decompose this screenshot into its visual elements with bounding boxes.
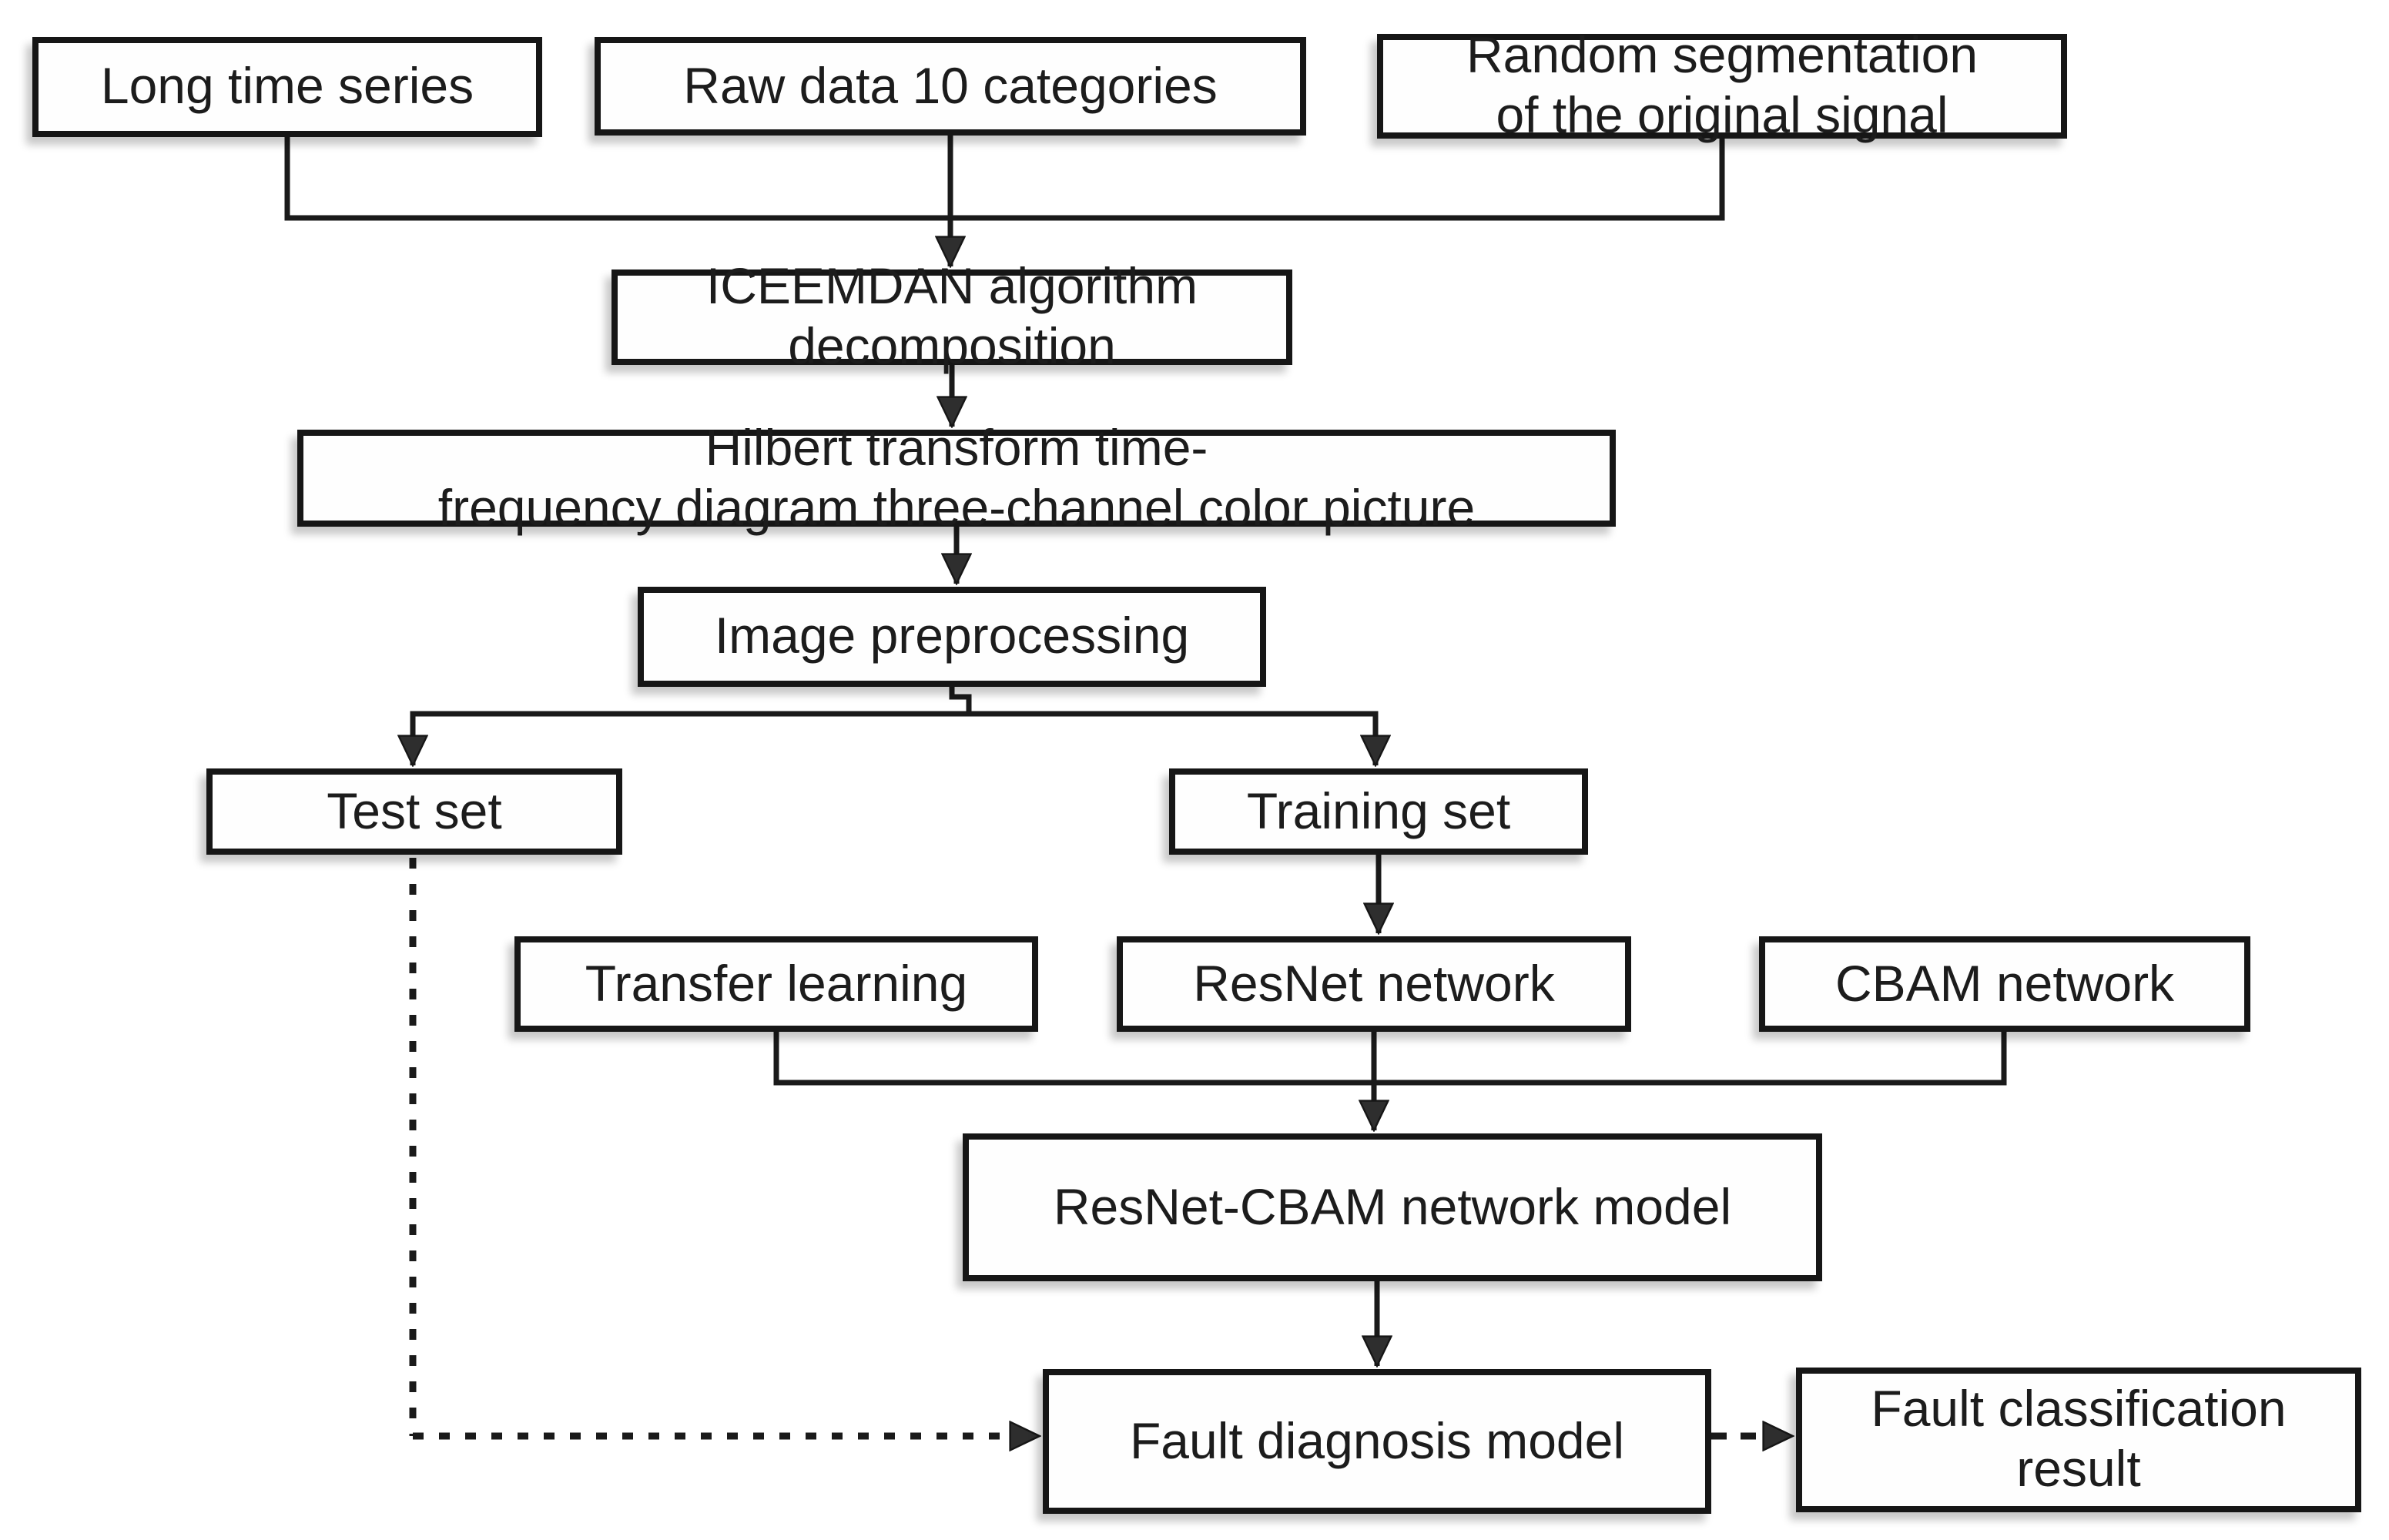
node-test-set: Test set xyxy=(206,768,622,855)
node-raw-data-10-categories: Raw data 10 categories xyxy=(595,37,1306,136)
node-resnet-network: ResNet network xyxy=(1117,936,1631,1032)
node-cbam-network: CBAM network xyxy=(1759,936,2250,1032)
node-fault-classification-result: Fault classification result xyxy=(1796,1368,2361,1512)
node-iceemdan: ICEEMDAN algorithm decomposition xyxy=(611,257,1292,374)
edge-image-preprocessing-jog xyxy=(949,687,972,714)
node-hilbert-transform: Hilbert transform time- frequency diagra… xyxy=(297,418,1616,535)
node-transfer-learning: Transfer learning xyxy=(514,936,1038,1032)
node-long-time-series: Long time series xyxy=(32,37,542,137)
node-fault-diagnosis-model: Fault diagnosis model xyxy=(1043,1369,1711,1514)
node-random-segmentation: Random segmentation of the original sign… xyxy=(1377,26,2067,143)
node-training-set: Training set xyxy=(1169,768,1588,855)
node-image-preprocessing: Image preprocessing xyxy=(638,587,1266,687)
node-resnet-cbam-model: ResNet-CBAM network model xyxy=(963,1133,1822,1281)
